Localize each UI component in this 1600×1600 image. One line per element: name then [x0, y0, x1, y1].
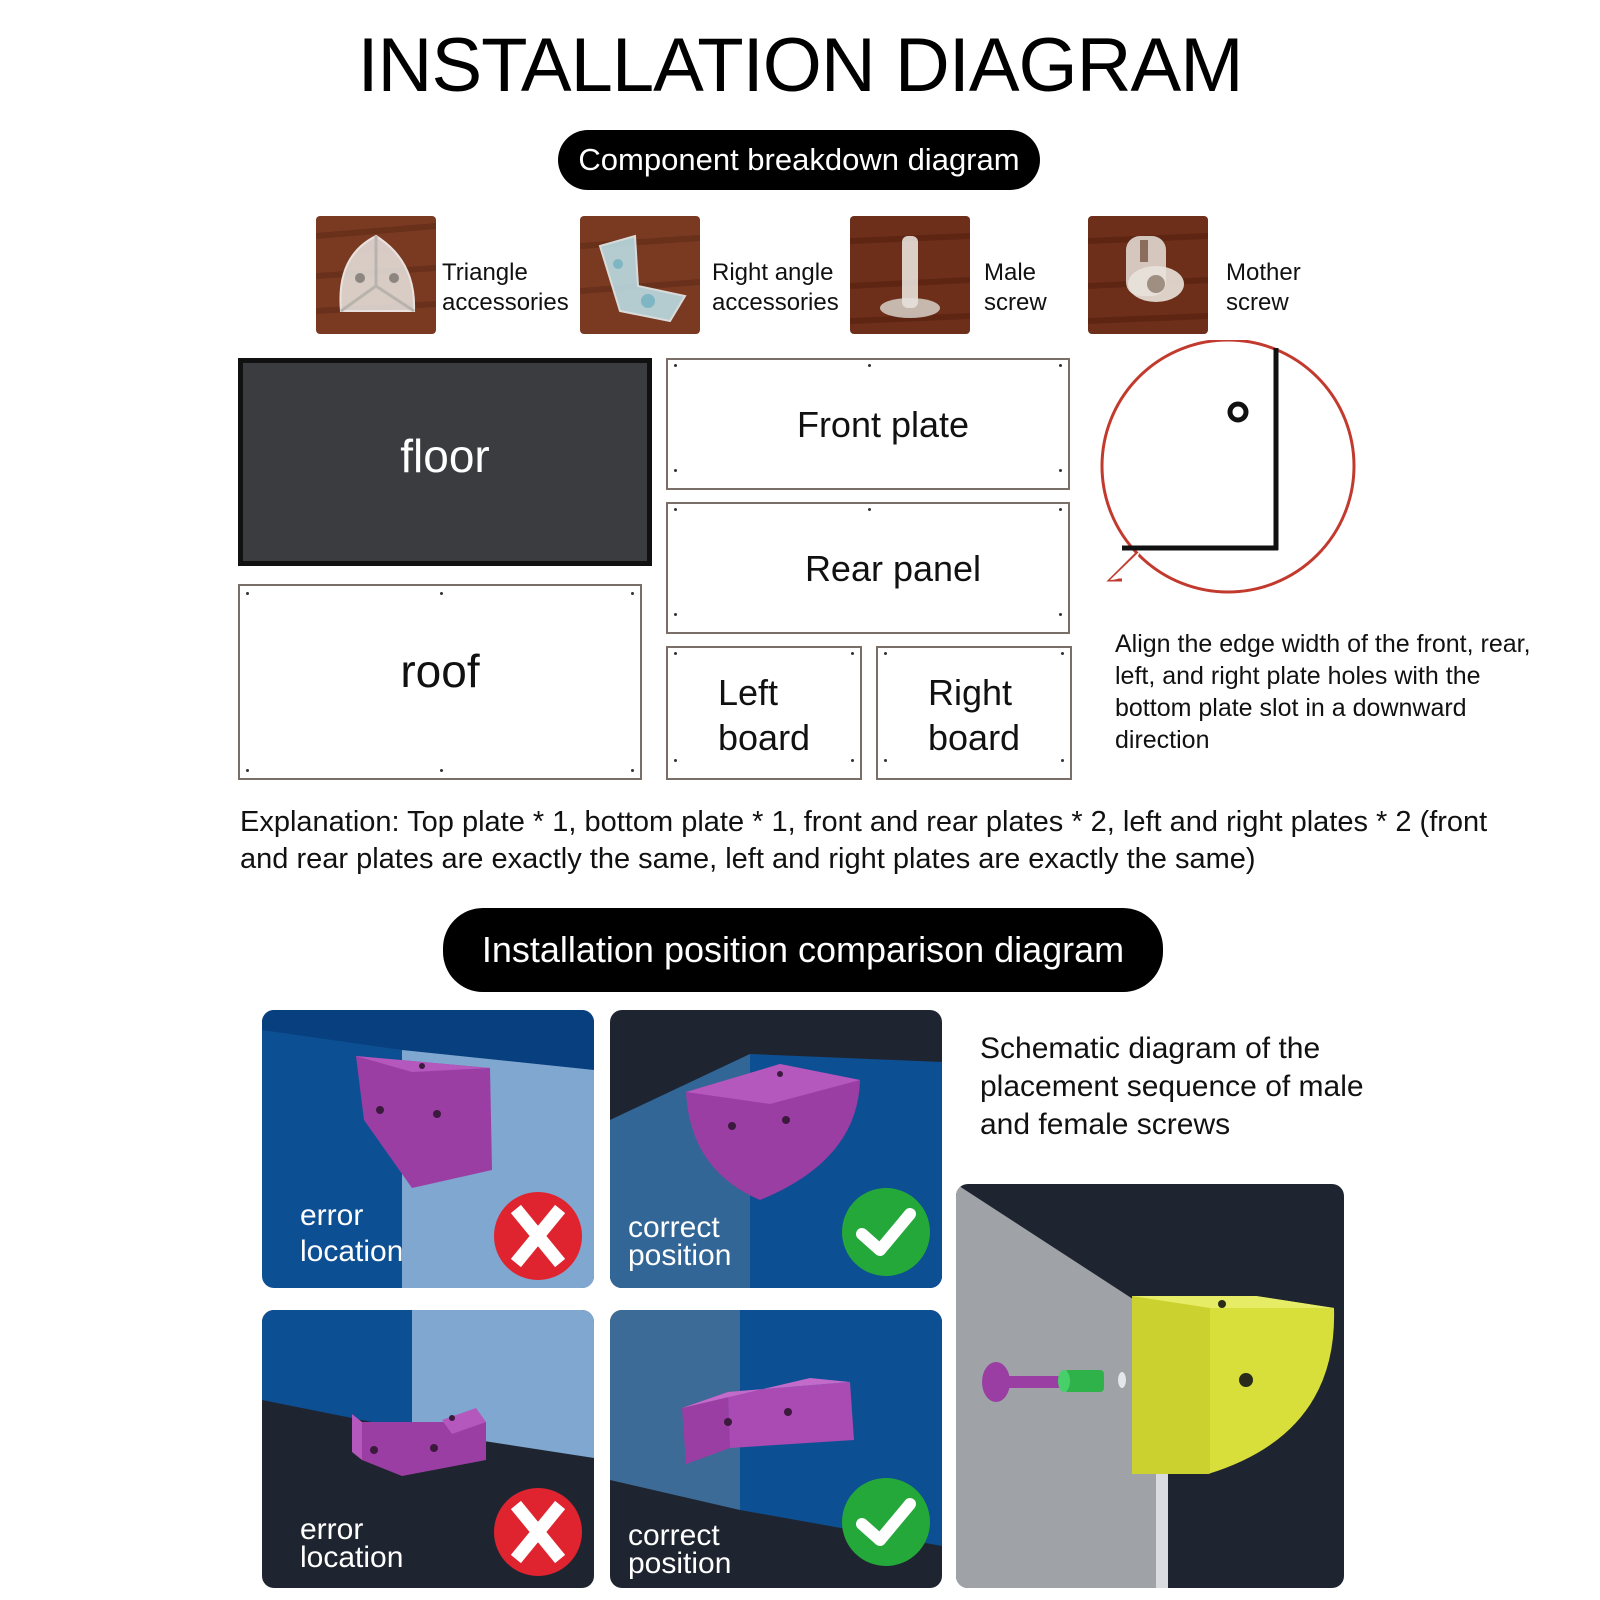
corner-detail-callout — [1100, 338, 1380, 615]
page-title: INSTALLATION DIAGRAM — [357, 23, 1243, 108]
right-angle-accessory-photo — [580, 216, 700, 334]
triangle-accessory-photo — [316, 216, 436, 334]
error-x-icon — [492, 1190, 584, 1282]
rear-panel-label: Rear panel — [804, 548, 982, 589]
section-title-comparison: Installation position comparison diagram — [443, 908, 1163, 992]
floor-plate: floor — [238, 358, 652, 566]
section-title-components: Component breakdown diagram — [558, 130, 1040, 190]
roof-plate: roof — [238, 584, 642, 780]
correct-check-icon — [840, 1186, 932, 1278]
rear-panel: Rear panel — [666, 502, 1070, 634]
schematic-note: Schematic diagram of the placement seque… — [980, 1032, 1364, 1141]
male-screw-photo — [850, 216, 970, 334]
explanation-text: Explanation: Top plate * 1, bottom plate… — [240, 806, 1488, 875]
correct-check-icon — [840, 1476, 932, 1568]
front-plate: Front plate — [666, 358, 1070, 490]
floor-plate-label: floor — [400, 430, 490, 482]
screw-sequence-schematic — [956, 1184, 1344, 1588]
mother-screw-photo — [1088, 216, 1208, 334]
roof-plate-label: roof — [400, 645, 480, 697]
front-plate-label: Front plate — [796, 404, 970, 445]
alignment-note: Align the edge width of the front, rear,… — [1115, 630, 1531, 754]
error-x-icon — [492, 1486, 584, 1578]
